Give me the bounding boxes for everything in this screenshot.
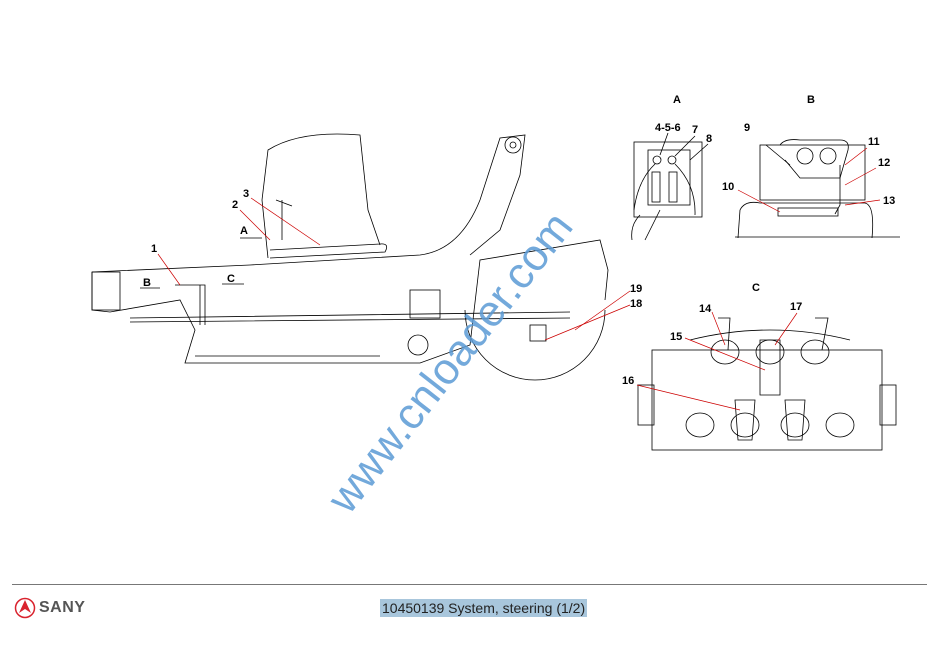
detail-a: A 4-5-6 7 8: [631, 94, 712, 241]
callout-18: 18: [630, 298, 642, 310]
view-marker-a: A: [240, 225, 248, 237]
callout-12: 12: [878, 157, 890, 169]
callout-14: 14: [699, 303, 712, 315]
footer-divider: [12, 584, 927, 585]
callout-13: 13: [883, 195, 895, 207]
logo-text: SANY: [39, 599, 86, 616]
page-caption: 10450139 System, steering (1/2): [380, 599, 588, 617]
callout-7: 7: [692, 124, 698, 136]
callout-17: 17: [790, 301, 802, 313]
technical-drawing: 1 2 3 A B C 19 18 A 4-5-6 7 8 B 9 11 12 …: [91, 94, 900, 451]
detail-a-title: A: [673, 94, 681, 106]
detail-b-title: B: [807, 94, 815, 106]
callout-15: 15: [670, 331, 682, 343]
main-callouts: 1 2 3 A B C 19 18: [140, 188, 642, 341]
callout-11: 11: [868, 136, 880, 148]
view-marker-b: B: [143, 277, 151, 289]
callout-9: 9: [744, 122, 750, 134]
sany-logo: SANY: [14, 597, 85, 619]
callout-8: 8: [706, 133, 712, 145]
sany-emblem-icon: [14, 597, 36, 619]
callout-16: 16: [622, 375, 634, 387]
callout-19: 19: [630, 283, 642, 295]
callout-4-5-6: 4-5-6: [655, 122, 681, 134]
callout-2: 2: [232, 199, 238, 211]
callout-10: 10: [722, 181, 734, 193]
detail-c: C 14 17 15 16: [622, 282, 897, 451]
callout-1: 1: [151, 243, 157, 255]
callout-3: 3: [243, 188, 249, 200]
detail-c-title: C: [752, 282, 760, 294]
main-machine-view: [91, 133, 609, 381]
detail-b: B 9 11 12 10 13: [722, 94, 900, 239]
view-marker-c: C: [227, 273, 235, 285]
